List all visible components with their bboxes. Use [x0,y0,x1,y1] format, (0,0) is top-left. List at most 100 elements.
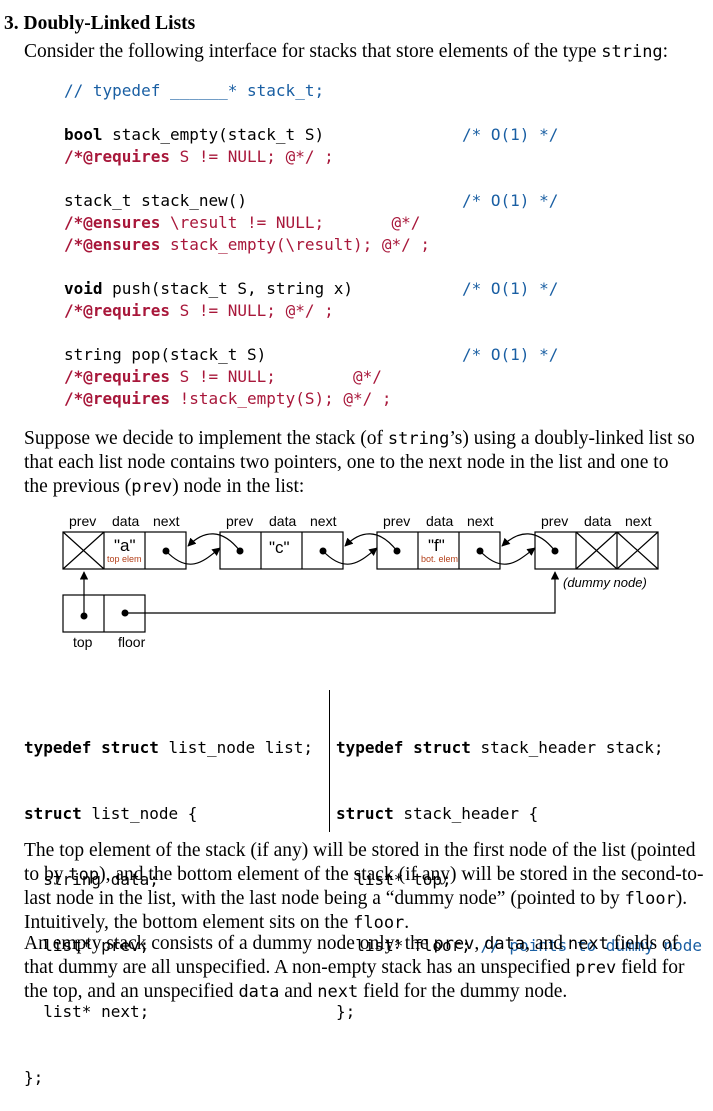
inline-code: next [317,982,359,1002]
linked-list-diagram [62,531,659,633]
text: and [279,981,318,1002]
contract-keyword: /*@requires [64,367,170,386]
stack-new-ensures-2: /*@ensures stack_empty(\result); @*/ ; [64,234,430,256]
header-prev: prev [69,513,97,529]
stack-empty-signature: bool stack_empty(stack_t S) [64,124,324,146]
paragraph-line: Intuitively, the bottom element sits on … [24,911,708,935]
section-heading: 3. Doubly-Linked Lists [4,12,195,36]
inline-code: floor [624,889,676,909]
code-text: }; [24,1068,44,1087]
pointer-dot [121,609,129,617]
stack-new-signature: stack_t stack_new() [64,191,248,210]
header-next: next [153,513,180,529]
complexity-comment: /* O(1) */ [462,191,559,210]
prev-pointer-arrow [501,533,556,552]
node-value: "c" [269,538,290,557]
text: to by [24,864,69,885]
next-pointer-arrow [165,547,221,565]
contract-text: S != NULL; @*/ ; [169,301,334,320]
next-pointer-arrow [322,547,378,565]
inline-code: next [567,934,609,954]
contract-keyword: /*@ensures [64,213,161,232]
code-line: }; [24,1067,313,1089]
header-prev: prev [541,513,569,529]
header-prev: prev [226,513,254,529]
complexity-comment: /* O(1) */ [462,279,559,298]
bot-elem-label: bot. elem [421,554,459,564]
floor-pointer-arrow [125,571,560,614]
floor-label: floor [118,634,146,650]
typedef-comment: // typedef ______* stack_t; [64,81,325,100]
text: field for [616,957,685,978]
section-title: Doubly-Linked Lists [23,13,196,34]
keyword-void: void [64,279,103,298]
keyword: struct [336,804,394,823]
paragraph-line: The top element of the stack (if any) wi… [24,840,696,861]
pop-requires-2: /*@requires !stack_empty(S); @*/ ; [64,388,392,410]
code-comment: // points to dummy node [480,936,703,955]
stack-empty-contract: /*@requires S != NULL; @*/ ; [64,146,334,168]
code-line: typedef struct list_node list; [24,737,313,759]
text: that dummy are all unspecified. A non-em… [24,957,576,978]
inline-code: string [387,429,450,449]
header-next: next [467,513,494,529]
dummy-node-label: (dummy node) [563,575,647,590]
complexity-comment: /* O(1) */ [462,125,559,144]
text: field for the dummy node. [358,981,568,1002]
node-value: "a" [114,536,136,555]
push-contract: /*@requires S != NULL; @*/ ; [64,300,334,322]
code-text: list_node { [81,804,198,823]
inline-code: top [68,865,100,885]
contract-text: !stack_empty(S); @*/ ; [169,389,392,408]
text: ), and the bottom element of the stack (… [99,864,704,885]
next-pointer-arrow [479,547,536,565]
paragraph-line: the top, and an unspecified data and nex… [24,980,708,1004]
code-line: }; [336,1001,702,1023]
code-text: list* floor; [336,936,481,955]
intro-pre: Consider the following interface for sta… [24,41,602,62]
list-node-struct: typedef struct list_node list; struct li… [24,693,313,1111]
keyword-bool: bool [64,125,103,144]
paragraph-line: that dummy are all unspecified. A non-em… [24,956,708,980]
code-line: struct stack_header { [336,803,702,825]
signature-text: stack_empty(stack_t S) [102,125,325,144]
paragraph-3: An empty stack consists of a dummy node … [24,932,708,1004]
complexity-comment: /* O(1) */ [462,345,559,364]
pointer-dot [162,547,170,555]
node-1 [62,531,187,570]
header-next: next [310,513,337,529]
struct-divider [329,690,330,832]
text: Suppose we decide to implement the stack… [24,428,388,449]
inline-code: prev [575,958,617,978]
intro-code: string [601,42,663,62]
contract-text: stack_empty(\result); @*/ ; [160,235,431,254]
paragraph-line: last node in the list, with the last nod… [24,887,708,911]
code-text: list_node list; [158,738,313,757]
pointer-dot [476,547,484,555]
code-line: typedef struct stack_header stack; [336,737,702,759]
contract-text: S != NULL; @*/ ; [169,147,334,166]
paragraph-line: Suppose we decide to implement the stack… [24,427,704,451]
code-text: stack_header stack; [470,738,664,757]
text: last node in the list, with the last nod… [24,888,625,909]
pointer-dot [319,547,327,555]
contract-keyword: /*@requires [64,389,170,408]
prev-pointer-arrow [187,533,241,552]
pop-requires-1: /*@requires S != NULL; @*/ [64,366,382,388]
pointer-dot [236,547,244,555]
stack-new-ensures-1: /*@ensures \result != NULL; @*/ [64,212,420,234]
contract-keyword: /*@ensures [64,235,161,254]
section-number: 3. [4,13,19,34]
inline-code: data [484,934,526,954]
code-text: list* next; [24,1002,150,1021]
stack-header-struct: typedef struct stack_header stack; struc… [336,693,702,1045]
top-label: top [73,634,93,650]
top-elem-label: top elem [107,554,142,564]
code-line: list* next; [24,1001,313,1023]
code-text: string data; [24,870,159,889]
text: , [474,933,485,954]
paragraph-line: An empty stack consists of a dummy node … [24,932,708,956]
code-line: string data; [24,869,313,891]
keyword: typedef struct [336,738,471,757]
code-text: list* top; [336,870,452,889]
